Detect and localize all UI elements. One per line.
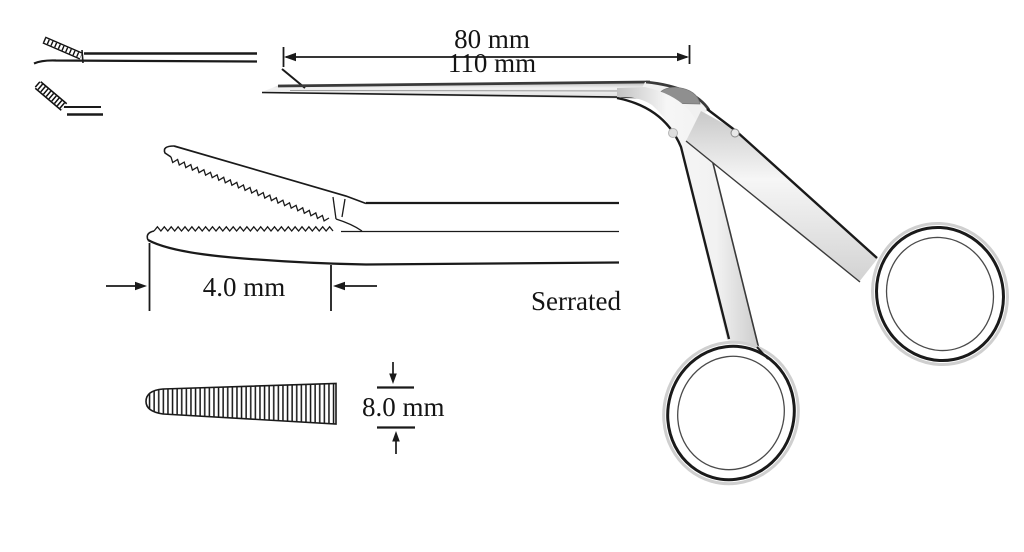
screw-bump bbox=[730, 128, 740, 138]
length-dimension: 80 mm 110 mm bbox=[282, 24, 691, 78]
shaft-mid-line bbox=[289, 90, 646, 92]
lower-ring-notch bbox=[756, 346, 769, 360]
arrowhead-right-icon bbox=[677, 52, 689, 62]
arrowhead-up-icon bbox=[392, 431, 400, 442]
arrowhead-to-left-icon bbox=[333, 281, 345, 291]
closeup-lower-jaw-bottom bbox=[147, 238, 620, 266]
label-4mm: 4.0 mm bbox=[203, 272, 286, 302]
lower-ring-inner bbox=[677, 355, 785, 471]
arrowhead-down-icon bbox=[389, 373, 397, 384]
front-arm-left-edge bbox=[616, 96, 731, 340]
lever-arm bbox=[686, 111, 878, 282]
right-finger-ring bbox=[871, 221, 1009, 367]
front-arm bbox=[617, 87, 759, 349]
tip-detail-angled-serrated-jaw bbox=[34, 81, 103, 116]
right-ring-inner bbox=[885, 236, 995, 352]
pivot-dot bbox=[668, 128, 678, 138]
tip-top-view bbox=[145, 382, 337, 425]
lever-arm-bottom-edge bbox=[685, 140, 861, 283]
closeup-upper-jaw-top-edge bbox=[173, 145, 367, 205]
lower-finger-ring bbox=[662, 340, 800, 486]
right-ring-outer bbox=[875, 225, 1005, 363]
tip-detail-open-jaw bbox=[33, 36, 258, 65]
label-110mm: 110 mm bbox=[448, 48, 536, 78]
arrowhead-left-icon bbox=[284, 52, 296, 62]
shaft-top-edge bbox=[277, 80, 651, 88]
front-arm-right-edge bbox=[709, 150, 760, 350]
shaft-bottom-edge bbox=[261, 91, 653, 99]
jaw-blade-hatching bbox=[43, 37, 82, 59]
closeup-lower-jaw-tip bbox=[146, 230, 155, 241]
serrated-bar-ribs bbox=[34, 81, 67, 110]
closeup-upper-jaw-tip bbox=[163, 145, 175, 158]
closeup-upper-serration bbox=[170, 156, 330, 222]
label-8mm: 8.0 mm bbox=[362, 392, 445, 422]
tip-width-dimension: 8.0 mm bbox=[362, 362, 445, 454]
closeup-hinge bbox=[335, 218, 363, 232]
jaw-opening-dimension: 4.0 mm bbox=[106, 243, 377, 311]
striated-tip-shape bbox=[145, 382, 337, 425]
arrowhead-to-right-icon bbox=[135, 281, 147, 291]
jaw-closeup-view bbox=[146, 145, 620, 266]
lower-ring-outer bbox=[666, 344, 796, 482]
label-80mm: 80 mm bbox=[454, 24, 530, 54]
shaft-bottom-line bbox=[33, 59, 258, 65]
main-forceps-view bbox=[261, 68, 1009, 486]
closeup-lower-serration bbox=[153, 225, 334, 233]
label-serrated: Serrated bbox=[531, 286, 621, 316]
